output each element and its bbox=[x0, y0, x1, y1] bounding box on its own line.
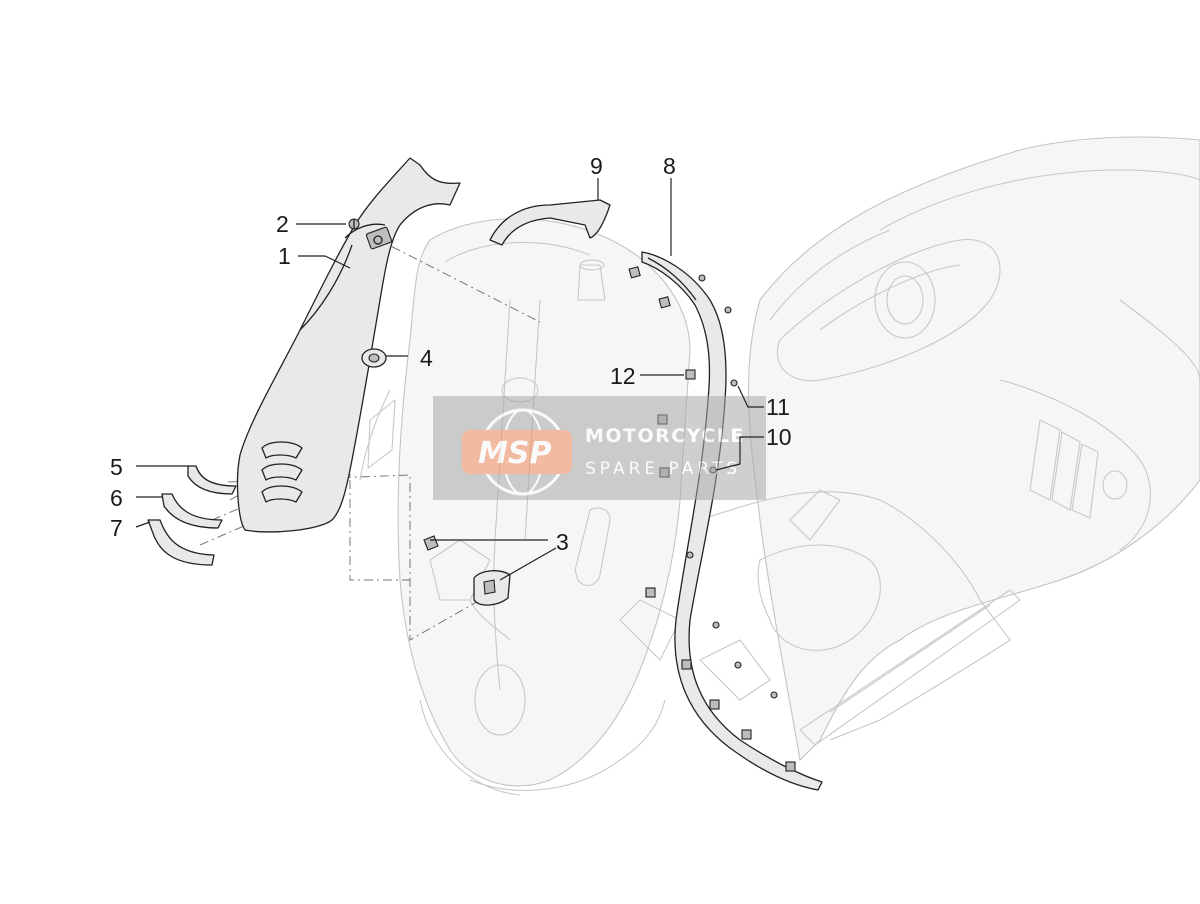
watermark-logo: MSP bbox=[478, 436, 551, 471]
callout-7: 7 bbox=[110, 515, 123, 541]
callout-6: 6 bbox=[110, 485, 123, 511]
watermark-line1: MOTORCYCLE bbox=[585, 425, 745, 447]
watermark-line2: SPARE PARTS bbox=[585, 459, 741, 479]
callout-12: 12 bbox=[610, 363, 636, 389]
callout-8: 8 bbox=[663, 153, 676, 179]
callout-9: 9 bbox=[590, 153, 603, 179]
callout-5: 5 bbox=[110, 454, 123, 480]
side-vent-ghost bbox=[1029, 419, 1099, 519]
callout-numbers: 1 2 3 4 5 6 7 8 9 10 11 12 bbox=[110, 153, 792, 555]
part-7-trim bbox=[147, 519, 215, 566]
callout-3: 3 bbox=[556, 529, 569, 555]
part-5-trim bbox=[187, 465, 237, 495]
part-6-trim bbox=[161, 493, 223, 529]
scooter-body-ghost bbox=[359, 136, 1200, 796]
callout-4: 4 bbox=[420, 345, 433, 371]
part-9-edge-trim-upper bbox=[489, 199, 611, 246]
part-4-rubber-plug bbox=[361, 348, 387, 368]
callout-1: 1 bbox=[278, 243, 291, 269]
part-1-horncast-cover bbox=[236, 157, 461, 533]
watermark: MSP MOTORCYCLE SPARE PARTS bbox=[433, 396, 766, 500]
watermark-logo-badge bbox=[462, 430, 572, 474]
leader-lines bbox=[135, 178, 764, 581]
part-2-screw bbox=[348, 218, 360, 230]
callout-11: 11 bbox=[766, 394, 790, 420]
callout-10: 10 bbox=[766, 424, 792, 450]
callout-2: 2 bbox=[276, 211, 289, 237]
